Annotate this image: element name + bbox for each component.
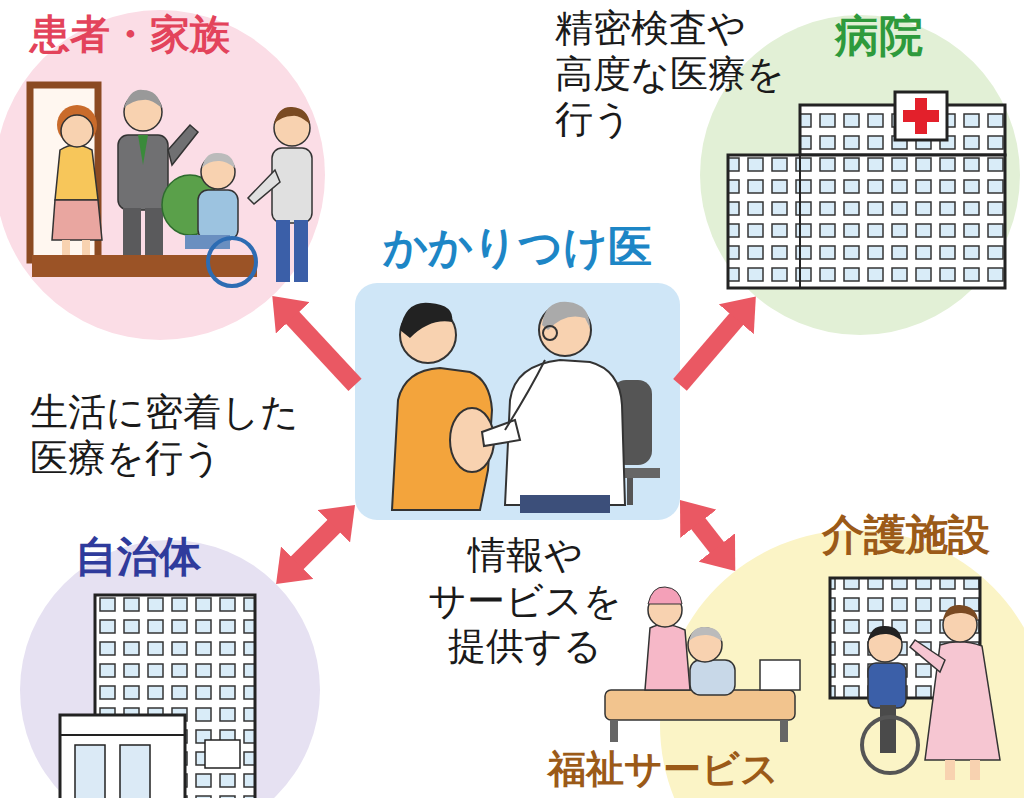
role-note: 精密検査や 高度な医療を 行う (555, 6, 821, 143)
doctor-patient-illustration (520, 495, 610, 513)
hospital-building (895, 92, 947, 140)
family-illustration (294, 220, 308, 282)
text-holder: 情報や サービスを 提供する (411, 533, 639, 670)
care-facility-illustration (690, 660, 735, 695)
care-facility-circle: 介護施設福祉サービス (660, 530, 1024, 798)
connector-arrow (296, 525, 335, 564)
connector-arrow (291, 316, 355, 385)
care-facility-illustration (610, 720, 618, 742)
family-illustration (185, 235, 230, 249)
text-holder: 生活に密着した 医療を行う (30, 390, 311, 481)
text-holder: 精密検査や 高度な医療を 行う (555, 6, 821, 143)
family-illustration (138, 135, 148, 165)
family-illustration (123, 208, 141, 255)
care-facility-illustration (880, 705, 896, 753)
role-note: 情報や サービスを 提供する (411, 533, 639, 670)
group-heading: 福祉サービス (548, 750, 779, 790)
role-note: 生活に密着した 医療を行う (30, 390, 311, 481)
municipal-building (120, 745, 150, 798)
group-heading: 患者・家族 (30, 10, 230, 58)
family-illustration (276, 220, 290, 282)
group-heading: 介護施設 (822, 510, 990, 560)
doctor-patient-illustration (505, 360, 625, 505)
care-facility-illustration (645, 624, 690, 690)
family-doctor-box: かかりつけ医 (355, 283, 680, 520)
box-fill (355, 283, 680, 520)
care-facility-illustration (970, 760, 980, 780)
group-heading: 自治体 (75, 532, 201, 582)
care-facility-illustration (910, 640, 945, 672)
care-facility-illustration (945, 760, 955, 780)
text-holder: 病院 (835, 10, 923, 63)
text-holder: 患者・家族 (30, 10, 230, 58)
care-facility-illustration (780, 720, 788, 742)
connector-arrow (680, 318, 738, 385)
family-illustration (62, 240, 70, 255)
text-holder: かかりつけ医 (355, 221, 680, 274)
central-heading: かかりつけ医 (355, 221, 680, 274)
family-illustration (52, 200, 102, 240)
text-holder: 介護施設 (822, 510, 990, 560)
family-illustration (145, 208, 163, 255)
municipality-circle: 自治体 (20, 540, 320, 798)
municipal-building (205, 740, 240, 768)
family-illustration (118, 135, 168, 210)
text-holder: 自治体 (75, 532, 201, 582)
family-illustration (272, 148, 312, 223)
rounded-box (355, 283, 680, 520)
family-illustration (82, 240, 90, 255)
hospital-building (728, 155, 1005, 288)
text-holder: 福祉サービス (548, 750, 779, 790)
family-illustration (198, 190, 238, 240)
municipal-building (75, 745, 105, 798)
hospital-building (903, 110, 939, 122)
doctor-patient-illustration (543, 326, 557, 340)
care-facility-illustration (868, 626, 902, 641)
circle-fill (0, 10, 325, 340)
group-heading: 病院 (835, 10, 923, 63)
care-facility-illustration (943, 605, 978, 620)
family-illustration (32, 255, 257, 277)
care-facility-illustration (868, 663, 906, 708)
doctor-patient-illustration (627, 478, 633, 505)
family-illustration (61, 115, 93, 147)
care-facility-illustration (760, 660, 800, 690)
circle-outline (0, 10, 325, 340)
connector-arrow (697, 522, 718, 549)
family-illustration (55, 145, 98, 200)
patient-family-circle: 患者・家族 (0, 10, 325, 340)
care-facility-illustration (648, 587, 682, 604)
hospital-building (799, 155, 801, 288)
municipal-building (60, 715, 185, 798)
municipal-building (60, 734, 185, 736)
